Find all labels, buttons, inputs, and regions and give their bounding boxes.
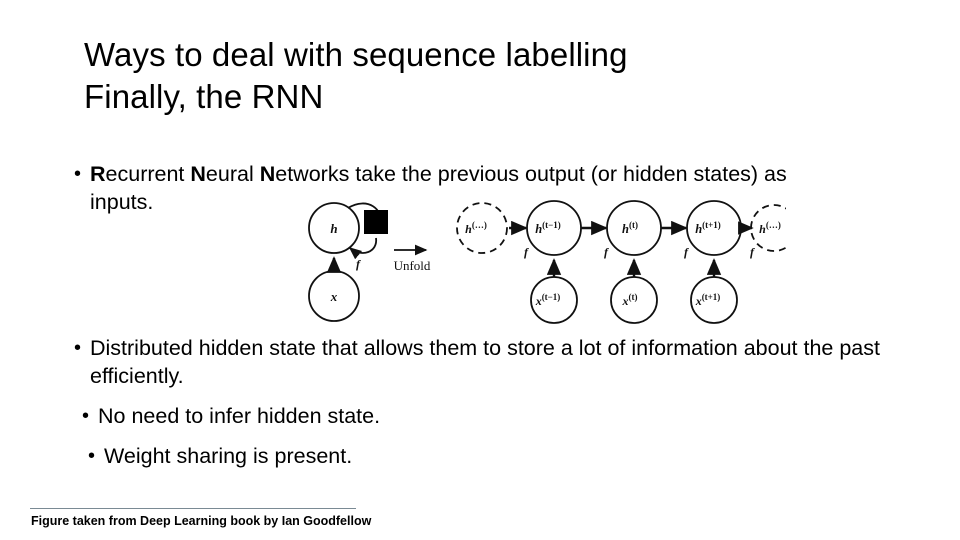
footnote-caption: Figure taken from Deep Learning book by …: [31, 514, 372, 528]
hidden-1-base: h: [535, 222, 542, 236]
svg-text:h(t): h(t): [622, 220, 638, 236]
rnn-unfold-figure: h f x Unfold h(…): [286, 192, 786, 324]
list-item: • Distributed hidden state that allows t…: [74, 334, 914, 390]
unfolded-function-label-2: f: [604, 245, 609, 259]
bullet-1-text-2: eural: [205, 162, 260, 186]
unfolded-input-node-t-minus-1: [530, 276, 578, 324]
list-item: • Weight sharing is present.: [88, 442, 912, 470]
list-item: • Recurrent Neural Networks take the pre…: [74, 160, 844, 216]
list-item: • No need to infer hidden state.: [82, 402, 912, 430]
hidden-2-sup: (t): [629, 220, 638, 230]
folded-function-label: f: [356, 257, 361, 271]
bullet-1-text: Recurrent Neural Networks take the previ…: [90, 160, 844, 216]
bullet-3-text: No need to infer hidden state.: [98, 404, 381, 428]
hidden-0-sup: (…): [472, 220, 487, 230]
folded-hidden-node: [308, 202, 360, 254]
folded-hidden-label: h: [330, 221, 337, 236]
svg-text:x(t−1): x(t−1): [535, 292, 561, 308]
unfolded-rnn-group: h(…) h(t−1) f h(t) f h(t+1): [456, 200, 786, 324]
hidden-2-base: h: [622, 222, 629, 236]
unfolded-function-label-1: f: [524, 245, 529, 259]
input-0-base: x: [535, 294, 542, 308]
folded-input-label: x: [330, 289, 338, 304]
bullet-2-text: Distributed hidden state that allows the…: [90, 336, 880, 388]
hidden-3-base: h: [695, 222, 702, 236]
svg-text:h(t−1): h(t−1): [535, 220, 561, 236]
bullet-marker-icon: •: [88, 445, 96, 467]
bullet-1-text-3: etworks take the previous output (or hid…: [90, 162, 787, 214]
unfold-annotation: Unfold: [394, 244, 431, 273]
bullet-marker-icon: •: [82, 405, 90, 427]
input-1-base: x: [622, 294, 629, 308]
bullet-marker-icon: •: [74, 163, 82, 185]
hidden-0-base: h: [465, 222, 472, 236]
bullet-1-emphasis-2: N: [190, 162, 206, 186]
hidden-3-sup: (t+1): [702, 220, 721, 230]
folded-rnn-group: h f x: [308, 202, 388, 322]
unfolded-hidden-node-ellipsis-left: [456, 202, 508, 254]
unfolded-function-label-4: f: [750, 245, 755, 259]
recurrent-loop-lower: [348, 237, 377, 260]
svg-text:h(t+1): h(t+1): [695, 220, 721, 236]
page-title: Ways to deal with sequence labelling Fin…: [84, 34, 874, 118]
title-line-1: Ways to deal with sequence labelling: [84, 36, 628, 73]
bullet-1-text-1: ecurrent: [105, 162, 191, 186]
input-2-base: x: [695, 294, 702, 308]
footnote-divider: [30, 508, 356, 509]
unfolded-input-node-t-plus-1: [690, 276, 738, 324]
title-line-2: Finally, the RNN: [84, 78, 324, 115]
bullet-marker-icon: •: [74, 337, 82, 359]
bullet-4-text: Weight sharing is present.: [104, 444, 353, 468]
unfolded-input-node-t: [610, 276, 658, 324]
hidden-1-sup: (t−1): [542, 220, 561, 230]
bullet-1-emphasis-3: N: [259, 162, 276, 186]
svg-text:h(…): h(…): [465, 220, 487, 236]
delay-unit-square: [364, 210, 388, 234]
unfold-caption: Unfold: [394, 258, 431, 273]
svg-text:x(t): x(t): [622, 292, 638, 308]
hidden-4-sup: (…): [766, 220, 781, 230]
unfolded-function-label-3: f: [684, 245, 689, 259]
svg-text:h(…): h(…): [759, 220, 781, 236]
input-2-sup: (t+1): [702, 292, 721, 302]
input-0-sup: (t−1): [542, 292, 561, 302]
bullet-1-emphasis-1: R: [90, 162, 106, 186]
svg-text:x(t+1): x(t+1): [695, 292, 721, 308]
bullet-list: • Recurrent Neural Networks take the pre…: [62, 160, 912, 470]
hidden-4-base: h: [759, 222, 766, 236]
input-1-sup: (t): [629, 292, 638, 302]
